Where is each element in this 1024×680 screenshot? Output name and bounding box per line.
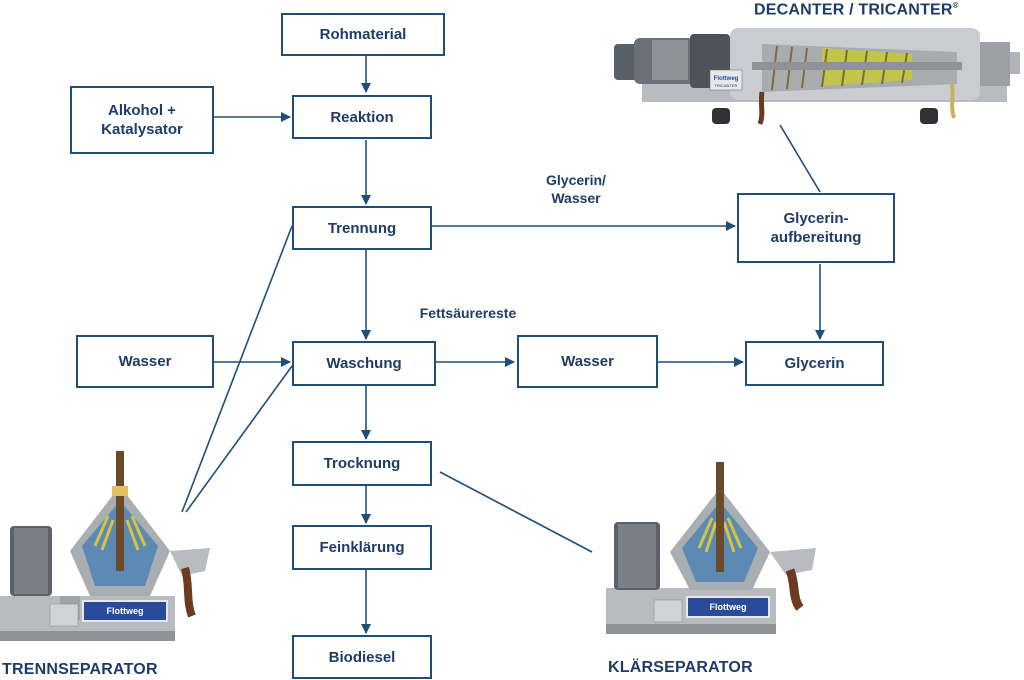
box-trennung: Trennung	[292, 206, 432, 250]
decanter-brand: Flottweg	[714, 76, 739, 82]
box-label: Glycerin- aufbereitung	[770, 210, 862, 246]
box-label: Wasser	[118, 353, 172, 370]
box-trocknung: Trocknung	[292, 441, 432, 486]
registered-mark: ®	[952, 1, 959, 10]
trennseparator-title: TRENNSEPARATOR	[2, 661, 158, 678]
klaerseparator-title: KLÄRSEPARATOR	[608, 659, 753, 676]
box-alkohol-katalysator: Alkohol + Katalysator	[70, 86, 214, 154]
box-label: Reaktion	[330, 108, 394, 126]
line-trennseparator-waschung	[185, 365, 293, 513]
label-glycerin-wasser: Glycerin/ Wasser	[546, 172, 606, 206]
box-label: Biodiesel	[328, 648, 396, 666]
box-waschung: Waschung	[292, 341, 436, 386]
box-wasser-input: Wasser	[76, 335, 214, 388]
box-feinklaerung: Feinklärung	[292, 525, 432, 570]
box-label: Trocknung	[323, 455, 401, 472]
line-klaerseparator-trocknung	[439, 471, 593, 553]
box-glycerin: Glycerin	[745, 341, 884, 386]
box-label: Rohmaterial	[319, 26, 407, 43]
box-label: Glycerin	[784, 355, 845, 372]
decanter-illustration: Flottweg TRICANTER	[614, 28, 1020, 125]
box-label: Waschung	[326, 355, 402, 372]
box-rohmaterial: Rohmaterial	[281, 13, 445, 56]
box-label: Trennung	[327, 219, 397, 237]
box-wasser-output: Wasser	[517, 335, 658, 388]
label-fettsaeurereste: Fettsäurereste	[419, 305, 517, 321]
box-label: Wasser	[561, 353, 614, 370]
decanter-plate: TRICANTER	[715, 83, 738, 88]
box-reaktion: Reaktion	[292, 95, 432, 139]
klaerseparator-illustration: Flottweg	[606, 462, 816, 634]
trennseparator-illustration: Flottweg	[0, 451, 210, 641]
box-glycerinaufbereitung: Glycerin- aufbereitung	[737, 193, 895, 263]
trennseparator-brand: Flottweg	[107, 606, 144, 616]
box-label: Feinklärung	[319, 539, 405, 556]
box-label: Alkohol + Katalysator	[101, 102, 183, 138]
box-biodiesel: Biodiesel	[292, 635, 432, 679]
line-decanter-glycerinaufbereitung	[779, 124, 821, 193]
decanter-title: DECANTER / TRICANTER®	[754, 1, 959, 19]
line-trennseparator-trennung	[181, 225, 293, 513]
klaerseparator-brand: Flottweg	[710, 602, 747, 612]
